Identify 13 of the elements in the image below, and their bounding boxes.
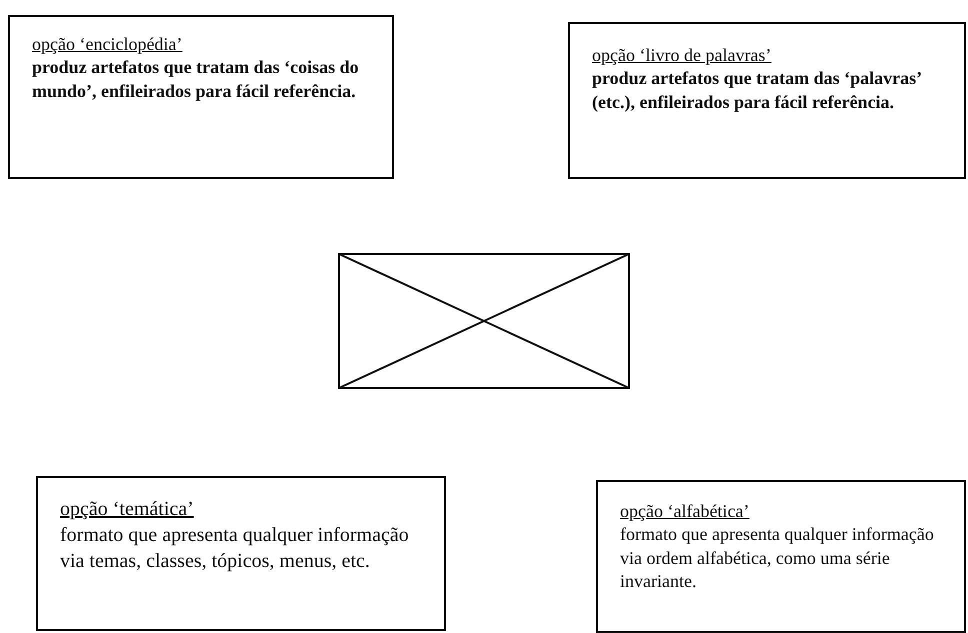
option-box	[596, 480, 966, 633]
option-box	[36, 476, 446, 631]
crossed-box	[338, 253, 630, 389]
option-description: produz artefatos que tratam das ‘palavras’ (etc.), enfileirados para fácil referência.	[592, 67, 922, 114]
option-description: formato que apresenta qualquer informação via temas, classes, tópicos, menus, etc.	[60, 523, 410, 574]
option-description: formato que apresenta qualquer informação via ordem alfabética, como uma série invariante.	[620, 523, 935, 594]
option-description: produz artefatos que tratam das ‘coisas do mundo’, enfileirados para fácil referência.	[32, 56, 360, 103]
option-heading: opção ‘livro de palavras’	[592, 44, 772, 67]
option-heading: opção ‘enciclopédia’	[32, 33, 184, 56]
option-box	[568, 22, 966, 179]
option-box	[8, 15, 394, 179]
option-heading: opção ‘temática’	[60, 497, 195, 522]
option-heading: opção ‘alfabética’	[620, 500, 750, 523]
